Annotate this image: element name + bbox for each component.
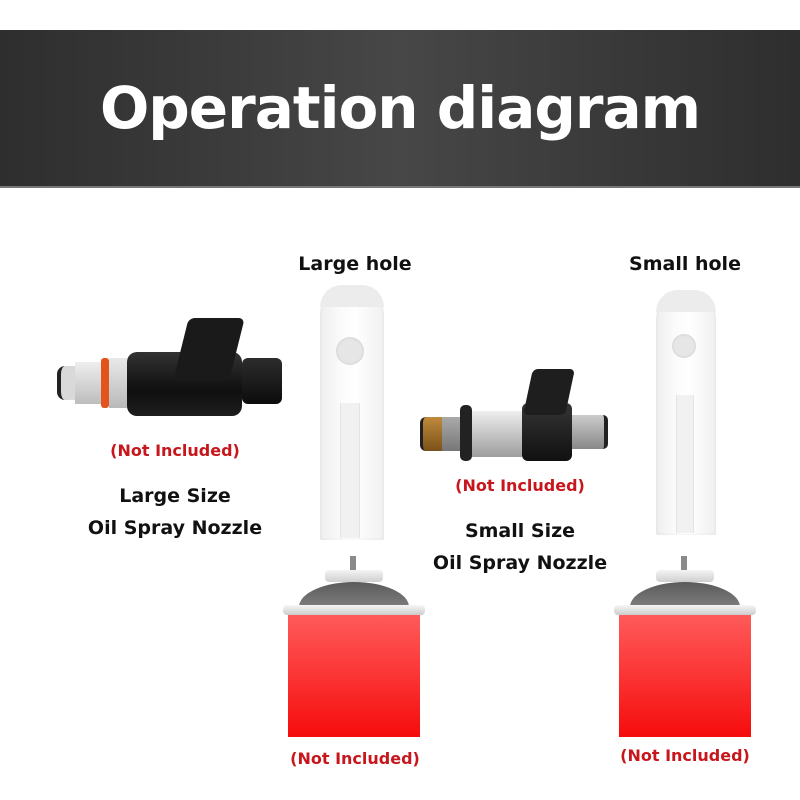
page-title: Operation diagram — [99, 74, 701, 142]
small-nozzle-label-line1: Small Size — [464, 520, 576, 542]
can-cap — [325, 570, 383, 582]
large-hole-icon — [336, 337, 364, 365]
small-hole-adapter-tube — [656, 290, 716, 535]
large-nozzle-label-line2: Oil Spray Nozzle — [87, 517, 263, 539]
spray-can-right — [614, 552, 756, 742]
tube-top — [656, 290, 716, 312]
title-banner: Operation diagram — [0, 30, 800, 188]
large-hole-label: Large hole — [298, 253, 412, 275]
large-hole-adapter-tube — [320, 285, 384, 540]
large-nozzle-label-line1: Large Size — [119, 485, 231, 507]
small-nozzle-not-included-note: (Not Included) — [455, 476, 585, 495]
can-cap — [656, 570, 714, 582]
can-dome — [630, 582, 740, 607]
tube-groove — [340, 403, 360, 538]
can-rim — [283, 605, 425, 615]
right-can-not-included-note: (Not Included) — [620, 746, 750, 765]
small-injector-image — [420, 365, 608, 465]
can-body — [619, 615, 751, 737]
large-nozzle-not-included-note: (Not Included) — [110, 441, 240, 460]
can-dome — [299, 582, 409, 607]
tube-top — [320, 285, 384, 307]
can-stem — [681, 556, 687, 570]
small-nozzle-label-line2: Oil Spray Nozzle — [432, 552, 608, 574]
spray-can-left — [283, 552, 425, 742]
left-can-not-included-note: (Not Included) — [290, 749, 420, 768]
can-rim — [614, 605, 756, 615]
can-stem — [350, 556, 356, 570]
large-injector-image — [57, 318, 287, 428]
can-body — [288, 615, 420, 737]
tube-groove — [676, 395, 694, 533]
small-hole-icon — [672, 334, 696, 358]
small-hole-label: Small hole — [629, 253, 741, 275]
